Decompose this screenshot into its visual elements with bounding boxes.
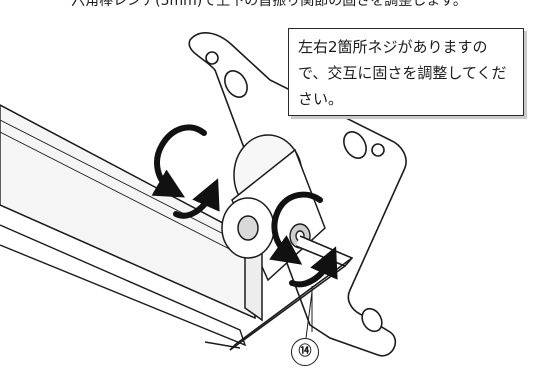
mount-slot-top bbox=[224, 70, 248, 98]
part-number-label: ⑭ bbox=[291, 338, 319, 366]
instruction-caption: 六角棒レンチ(5mm)で上下の首振り関節の固さを調整します。 bbox=[71, 0, 467, 9]
mount-slot-right bbox=[343, 131, 367, 159]
adjustment-note: 左右2箇所ネジがありますので、交互に固さを調整してください。 bbox=[288, 28, 524, 116]
arm-bar bbox=[0, 104, 256, 349]
mount-slot-bottom bbox=[361, 307, 383, 333]
rotate-both-directions-icon bbox=[151, 124, 220, 219]
rotate-both-directions-icon bbox=[269, 191, 338, 288]
part-leader-line bbox=[305, 291, 313, 339]
